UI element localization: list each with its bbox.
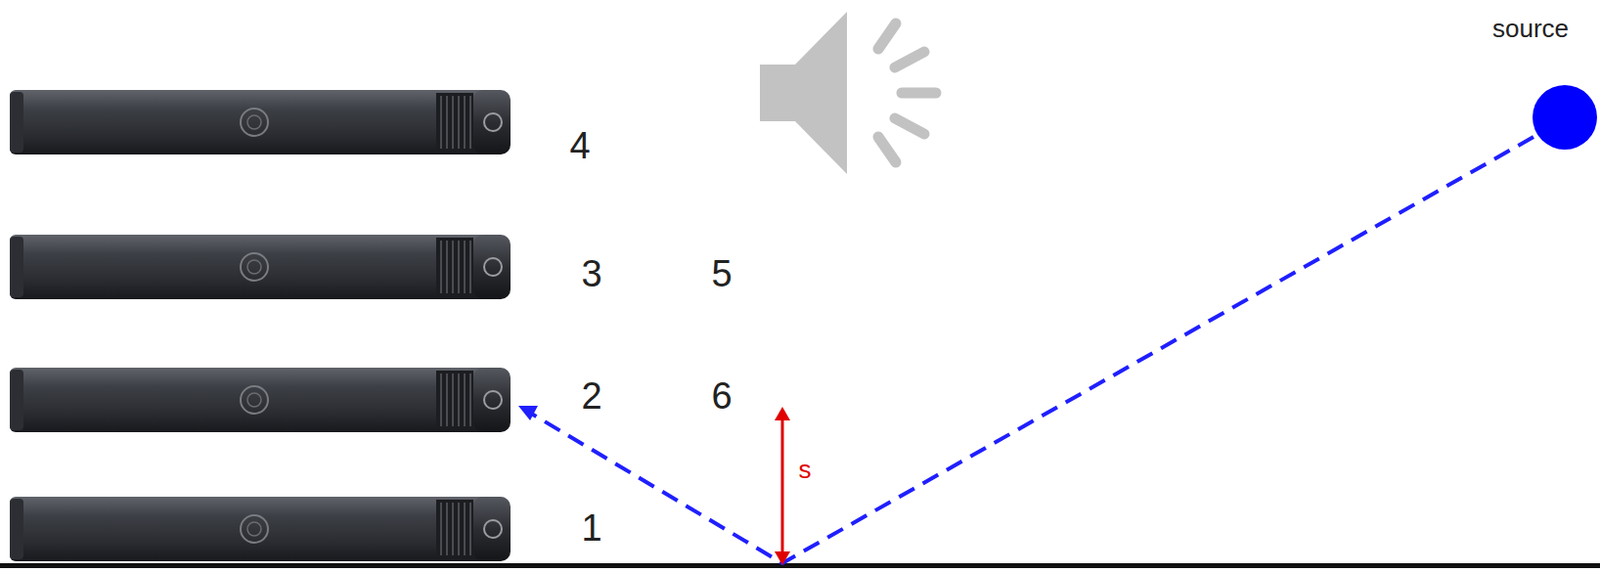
callout-number: 3 — [580, 255, 602, 293]
microphone — [9, 367, 511, 433]
source-label: source — [1492, 15, 1569, 42]
callout-number: 1 — [580, 509, 602, 547]
microphone — [9, 89, 511, 155]
callout-number: 5 — [711, 255, 732, 293]
arrowhead — [774, 406, 791, 421]
arrowhead — [518, 405, 538, 421]
floor-line — [0, 563, 1600, 569]
distance-label: s — [799, 456, 812, 483]
sound-source: source — [1486, 9, 1599, 157]
callout-number: 6 — [711, 377, 732, 415]
callout-number: 4 — [569, 127, 590, 165]
arrowhead — [774, 551, 791, 566]
sound-path — [528, 136, 1534, 564]
speaker-icon — [759, 11, 936, 175]
microphone — [9, 234, 511, 300]
distance-arrow — [781, 418, 785, 554]
source-dot — [1532, 85, 1598, 150]
microphone — [9, 496, 511, 562]
callout-number: 2 — [580, 377, 602, 415]
